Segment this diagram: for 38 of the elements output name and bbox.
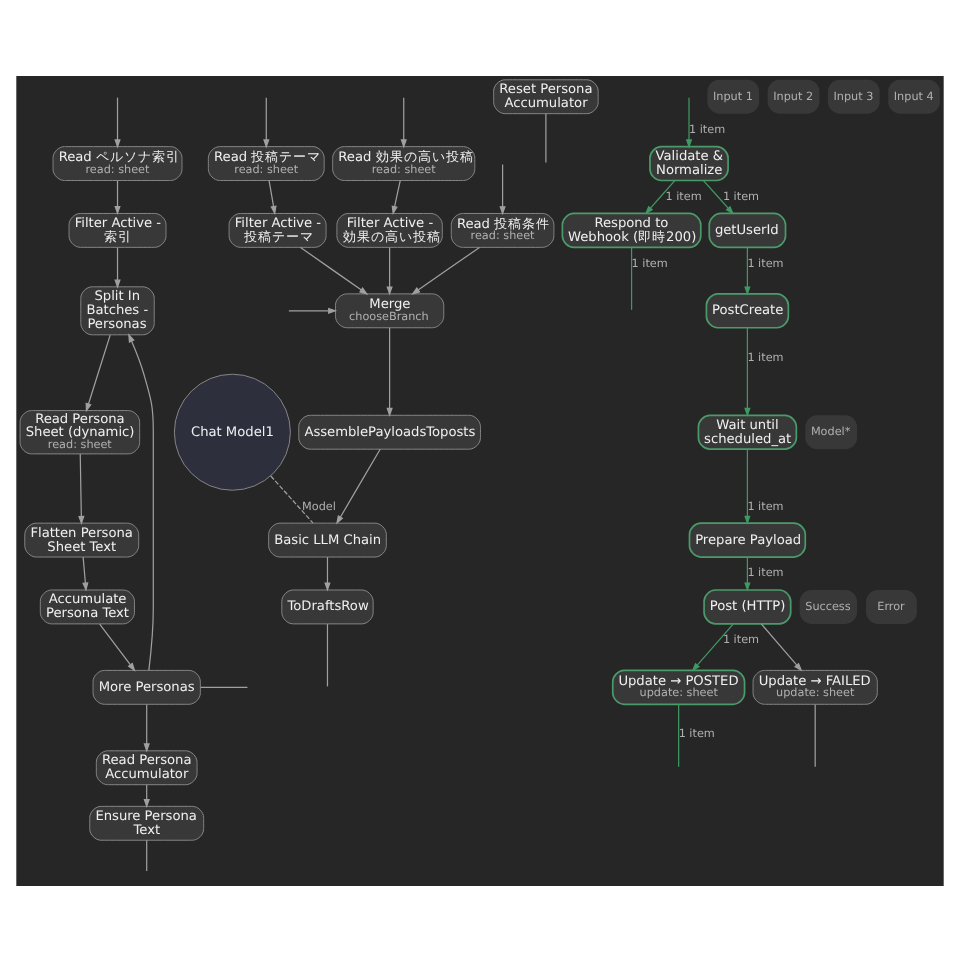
arrow	[299, 245, 369, 294]
connector	[630, 246, 633, 310]
connector	[814, 702, 816, 767]
arrow	[411, 245, 481, 294]
arrow	[114, 96, 121, 148]
arrow	[760, 622, 803, 671]
arrow	[336, 447, 381, 524]
arrow	[400, 96, 407, 148]
arrow	[744, 555, 751, 591]
arrow	[685, 96, 693, 148]
arrow	[78, 452, 85, 524]
arrow	[82, 555, 89, 591]
arrow	[702, 178, 734, 214]
arrow	[128, 332, 154, 670]
arrow	[263, 96, 270, 148]
connector	[270, 474, 314, 523]
arrow	[288, 306, 338, 313]
arrow	[499, 162, 506, 215]
arrow	[744, 246, 751, 295]
arrow	[143, 702, 150, 752]
arrow	[268, 178, 277, 214]
connector	[326, 622, 329, 686]
arrow	[744, 326, 751, 416]
arrow	[744, 447, 751, 524]
arrow	[386, 246, 393, 295]
arrow	[114, 178, 121, 214]
connector	[678, 702, 680, 767]
arrow	[691, 622, 734, 671]
arrow	[644, 178, 676, 214]
arrow	[99, 622, 136, 671]
arrow	[391, 178, 401, 214]
arrow	[114, 246, 121, 288]
connector	[146, 838, 148, 871]
arrow	[324, 555, 331, 591]
arrow	[386, 326, 393, 416]
arrow	[85, 333, 111, 412]
connector	[200, 685, 249, 687]
connector	[545, 112, 547, 163]
